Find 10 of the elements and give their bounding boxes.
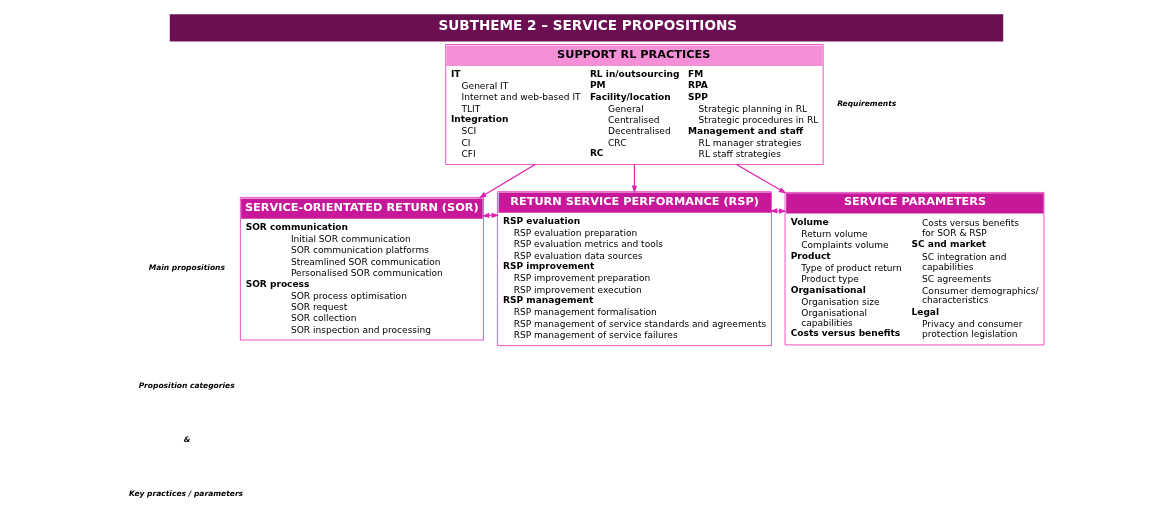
label: Proposition categories bbox=[138, 380, 235, 390]
arrow bbox=[769, 208, 787, 214]
label: Key practices / parameters bbox=[129, 489, 244, 499]
label: & bbox=[183, 434, 191, 444]
label: Requirements bbox=[837, 98, 897, 108]
arrow bbox=[478, 164, 536, 199]
arrow bbox=[735, 164, 787, 194]
label: Main propositions bbox=[148, 262, 225, 272]
arrow bbox=[631, 164, 638, 194]
diagram-title: SUBTHEME 2 – SERVICE PROPOSITIONS bbox=[438, 17, 738, 34]
